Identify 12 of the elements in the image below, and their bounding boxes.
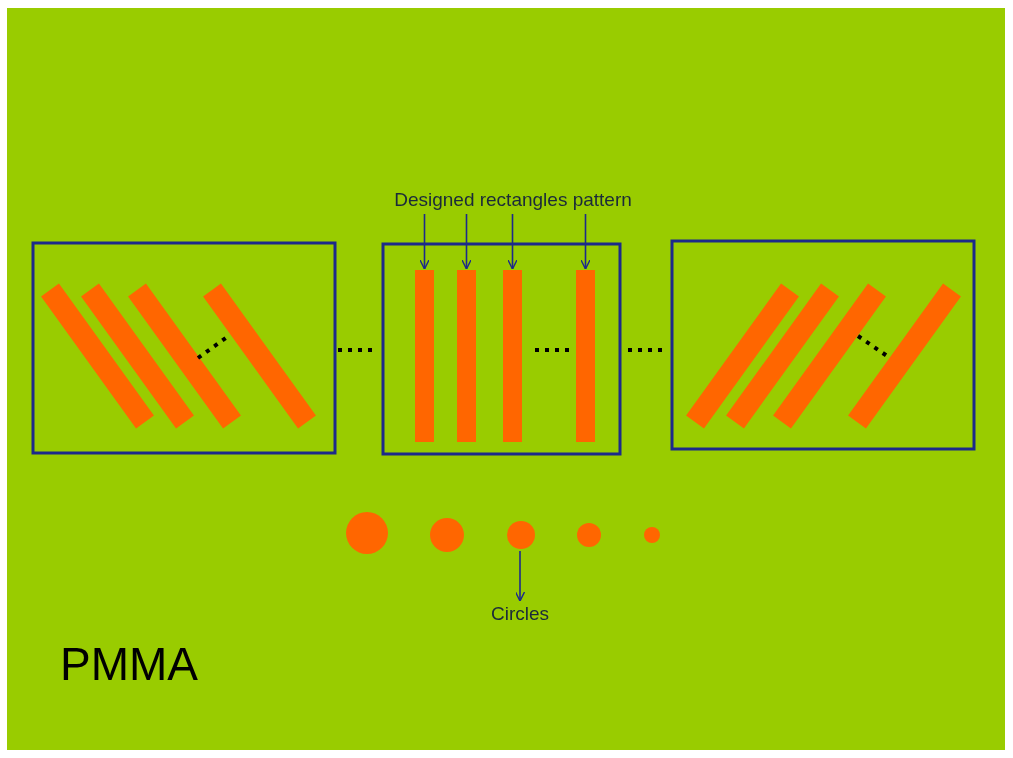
leader-arrow <box>514 550 526 602</box>
leader-arrow <box>580 213 591 270</box>
bar <box>576 270 595 442</box>
leader-arrow <box>461 213 472 270</box>
material-label: PMMA <box>60 638 198 690</box>
leader-arrow <box>507 213 518 270</box>
leader-arrow <box>419 213 430 270</box>
bar <box>415 270 434 442</box>
caption-text: Circles <box>470 602 570 626</box>
caption-text: Designed rectangles pattern <box>363 188 663 212</box>
bar <box>457 270 476 442</box>
bar <box>503 270 522 442</box>
